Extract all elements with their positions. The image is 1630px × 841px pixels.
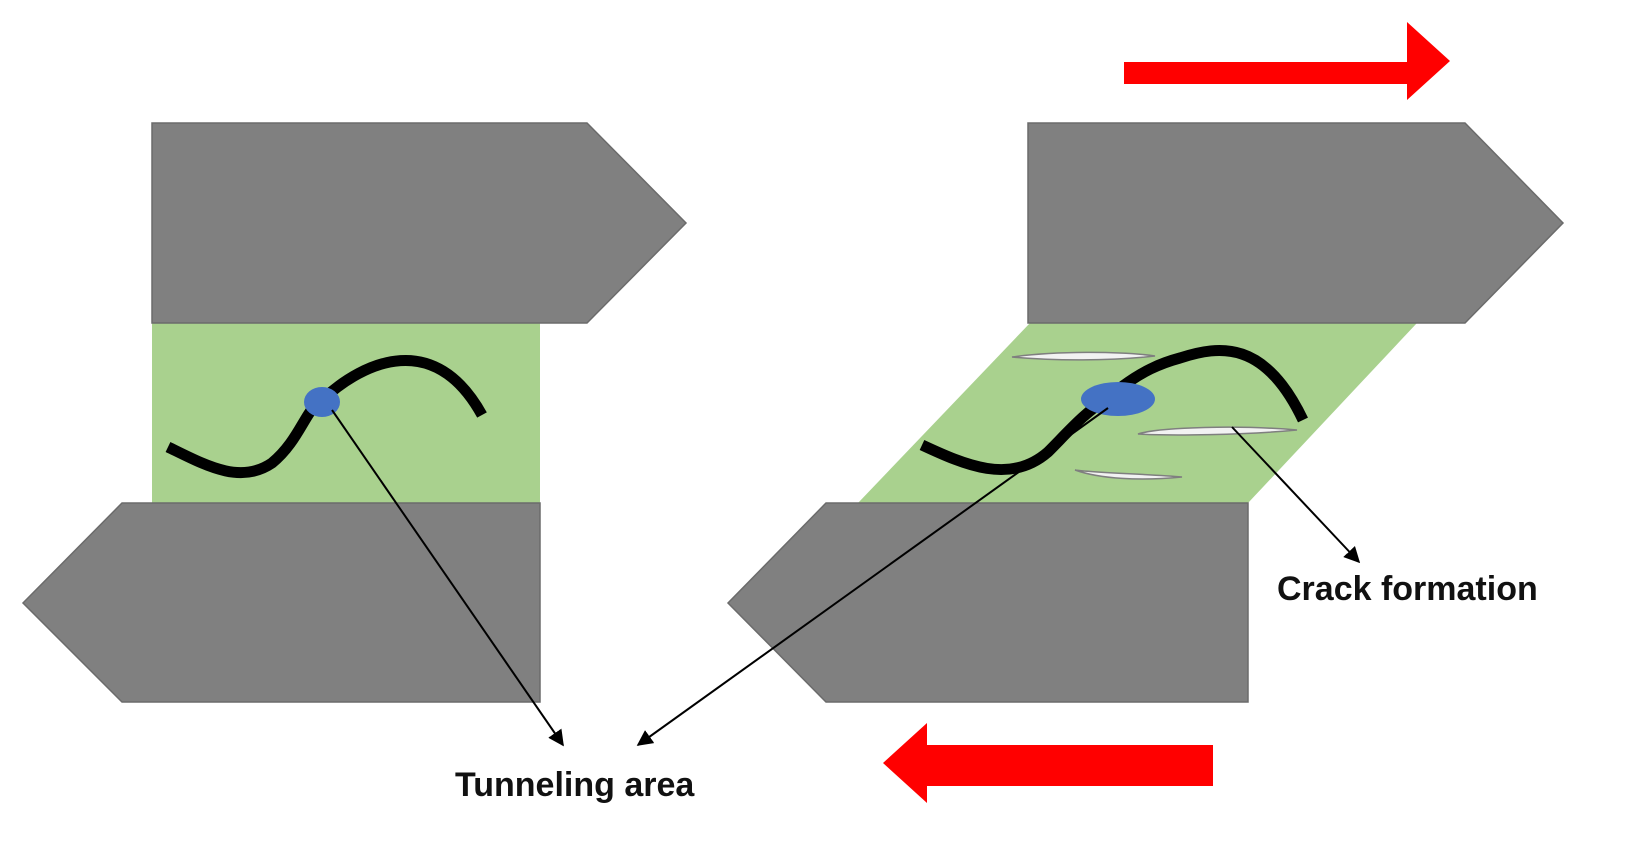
sheared-sample bbox=[726, 122, 1565, 703]
left-bottom-block bbox=[21, 502, 541, 703]
left-tunneling-junction bbox=[304, 387, 340, 417]
arrow-right-icon bbox=[1124, 22, 1450, 100]
right-bottom-block bbox=[726, 502, 1249, 703]
crack-formation-label: Crack formation bbox=[1277, 570, 1538, 608]
leader-right-tunneling bbox=[636, 407, 1109, 746]
crack-1 bbox=[1011, 351, 1156, 361]
tunneling-area-label: Tunneling area bbox=[455, 766, 695, 804]
left-top-block bbox=[151, 122, 688, 324]
undeformed-sample bbox=[21, 122, 688, 703]
crack-2 bbox=[1137, 426, 1298, 436]
right-top-block bbox=[1027, 122, 1565, 324]
arrow-left-icon bbox=[883, 723, 1213, 803]
crack-3 bbox=[1074, 469, 1183, 480]
leader-left-tunneling bbox=[331, 409, 564, 747]
right-tunneling-junction bbox=[1081, 382, 1155, 416]
leader-crack bbox=[1231, 426, 1361, 564]
